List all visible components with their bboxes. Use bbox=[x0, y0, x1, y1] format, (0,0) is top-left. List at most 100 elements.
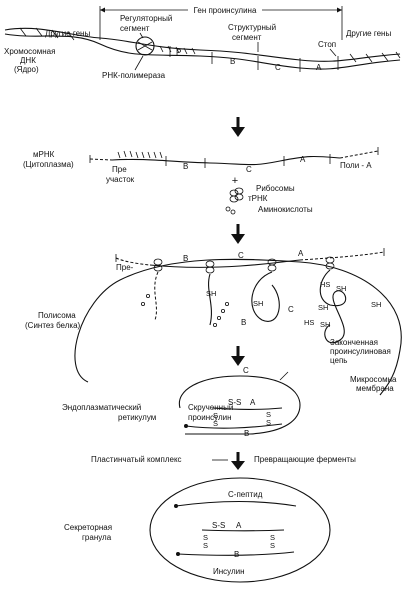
microsomal-membrane-curve bbox=[74, 258, 402, 396]
poly-dashed-left bbox=[115, 257, 151, 266]
other-genes-right: Другие гены bbox=[346, 29, 391, 38]
microsomal-membrane-line1: Микросомна bbox=[350, 375, 397, 384]
folded-proinsulin-line1: Скрученный bbox=[188, 403, 233, 412]
stop-pointer bbox=[329, 48, 337, 57]
c-peptide-label: С-пептид bbox=[228, 490, 263, 499]
sh-label-4: SH bbox=[371, 300, 381, 309]
er-segment-a: A bbox=[250, 398, 256, 407]
segment-a: A bbox=[316, 63, 322, 72]
arrow-step2-to-3 bbox=[231, 224, 245, 244]
sh-label-5: SH bbox=[318, 303, 328, 312]
polysome-label: Полисома bbox=[38, 311, 76, 320]
poly-segment-b: B bbox=[183, 254, 188, 263]
chain-2 bbox=[208, 273, 212, 326]
dna-rungs bbox=[159, 45, 196, 55]
sh-label-3: SH bbox=[336, 284, 346, 293]
trna-label: тРНК bbox=[248, 194, 268, 203]
rna-polymerase-hatch bbox=[137, 41, 153, 51]
arrow-step3-to-4 bbox=[231, 346, 245, 366]
mrna-segment-a: A bbox=[300, 155, 306, 164]
rna-polymerase-circle bbox=[135, 36, 155, 56]
poly-dashed-right bbox=[299, 251, 385, 261]
pre-region-line1: Пре bbox=[112, 165, 127, 174]
step5-golgi: Пластинчатый комплекс Превращающие ферме… bbox=[91, 452, 356, 470]
sh-label-2: SH bbox=[253, 299, 263, 308]
chromosomal-dna-line3: (Ядро) bbox=[14, 65, 39, 74]
s-right-2: S bbox=[266, 418, 271, 427]
mrna-label-line1: мРНК bbox=[33, 150, 55, 159]
c-peptide-end bbox=[174, 504, 178, 508]
dna-twist-marks bbox=[19, 27, 401, 63]
mrna-strand bbox=[111, 155, 341, 166]
insulin-chain-a bbox=[201, 529, 285, 532]
mrna-label-line2: (Цитоплазма) bbox=[23, 160, 74, 169]
chain-b-end bbox=[184, 424, 188, 428]
segment-b: B bbox=[230, 57, 235, 66]
granule-segment-b: B bbox=[234, 550, 239, 559]
mrna-end-ticks bbox=[89, 147, 379, 163]
chain-4 bbox=[319, 269, 347, 344]
amino-acids-label: Аминокислоты bbox=[258, 205, 313, 214]
s-right-1: S bbox=[266, 410, 271, 419]
secretory-granule-line2: гранула bbox=[82, 533, 112, 542]
mrna-codon-marks bbox=[117, 150, 163, 159]
segment-p: P bbox=[176, 48, 181, 57]
insulin-chain-b bbox=[177, 551, 295, 556]
dna-strand-lower bbox=[4, 33, 401, 70]
chain-b-terminal bbox=[176, 552, 180, 556]
folded-chain-a bbox=[211, 407, 283, 411]
g-s-left-1: S bbox=[203, 533, 208, 542]
s-left-2: S bbox=[213, 419, 218, 428]
regulatory-pointer bbox=[139, 32, 144, 39]
poly-segment-a: A bbox=[298, 249, 304, 258]
segment-c: C bbox=[275, 63, 281, 72]
insulin-label: Инсулин bbox=[213, 567, 245, 576]
poly-a-label: Поли - А bbox=[340, 161, 372, 170]
ribosome-icon bbox=[225, 187, 244, 215]
other-genes-left: Другие гены bbox=[45, 29, 90, 38]
rna-polymerase-pointer bbox=[134, 55, 144, 71]
arrow-step1-to-2 bbox=[231, 117, 245, 137]
c-peptide-chain bbox=[175, 500, 297, 507]
gene-title: Ген проинсулина bbox=[194, 6, 257, 15]
microsomal-membrane-line2: мембрана bbox=[356, 384, 394, 393]
er-label-line1: Эндоплазматический bbox=[62, 403, 141, 412]
er-outer-loop bbox=[178, 375, 301, 435]
step4-er: C S-S A B S S S S Эндоплазматический рет… bbox=[62, 366, 301, 438]
er-segment-c: C bbox=[243, 366, 249, 375]
pre-region-line2: участок bbox=[106, 175, 135, 184]
free-amino-acids bbox=[140, 293, 229, 327]
chromosomal-dna-line2: ДНК bbox=[20, 56, 36, 65]
sh-label-1: SH bbox=[206, 289, 216, 298]
plus-sign: + bbox=[232, 175, 238, 187]
converting-enzymes-label: Превращающие ферменты bbox=[254, 455, 356, 464]
protein-synthesis-label: (Синтез белка) bbox=[25, 321, 81, 330]
mrna-segment-b: B bbox=[183, 162, 188, 171]
er-label-line2: ретикулум bbox=[118, 413, 156, 422]
folded-proinsulin-line2: проинсулин bbox=[188, 413, 232, 422]
secretory-granule-line1: Секреторная bbox=[64, 523, 112, 532]
mrna-dashed-left bbox=[89, 158, 113, 161]
poly-pre-label: Пре- bbox=[116, 263, 134, 272]
step2-mrna: B C A Поли - А мРНК (Цитоплазма) Пре уча… bbox=[23, 147, 379, 215]
ribosomes-label: Рибосомы bbox=[256, 184, 295, 193]
polysome-ribosomes bbox=[153, 256, 335, 274]
chain-3 bbox=[251, 271, 280, 322]
chain-segment-b: B bbox=[241, 318, 246, 327]
rna-polymerase-label: РНК-полимераза bbox=[102, 71, 166, 80]
hs-label-1: HS bbox=[320, 280, 330, 289]
granule-ellipse bbox=[149, 477, 331, 583]
step3-polysome: Пре- B C A B C SH SH HS SH SH SH HS SH П… bbox=[25, 248, 402, 396]
hs-label-2: HS bbox=[304, 318, 314, 327]
granule-segment-a: A bbox=[236, 521, 242, 530]
g-s-right-2: S bbox=[270, 541, 275, 550]
poly-mrna bbox=[149, 259, 301, 268]
finished-chain-line2: проинсулиновая bbox=[330, 347, 391, 356]
s-left-1: S bbox=[213, 411, 218, 420]
regulatory-segment-line2: сегмент bbox=[120, 24, 150, 33]
finished-chain-line3: цепь bbox=[330, 356, 347, 365]
dna-strand-upper bbox=[4, 27, 401, 62]
golgi-label: Пластинчатый комплекс bbox=[91, 455, 182, 464]
